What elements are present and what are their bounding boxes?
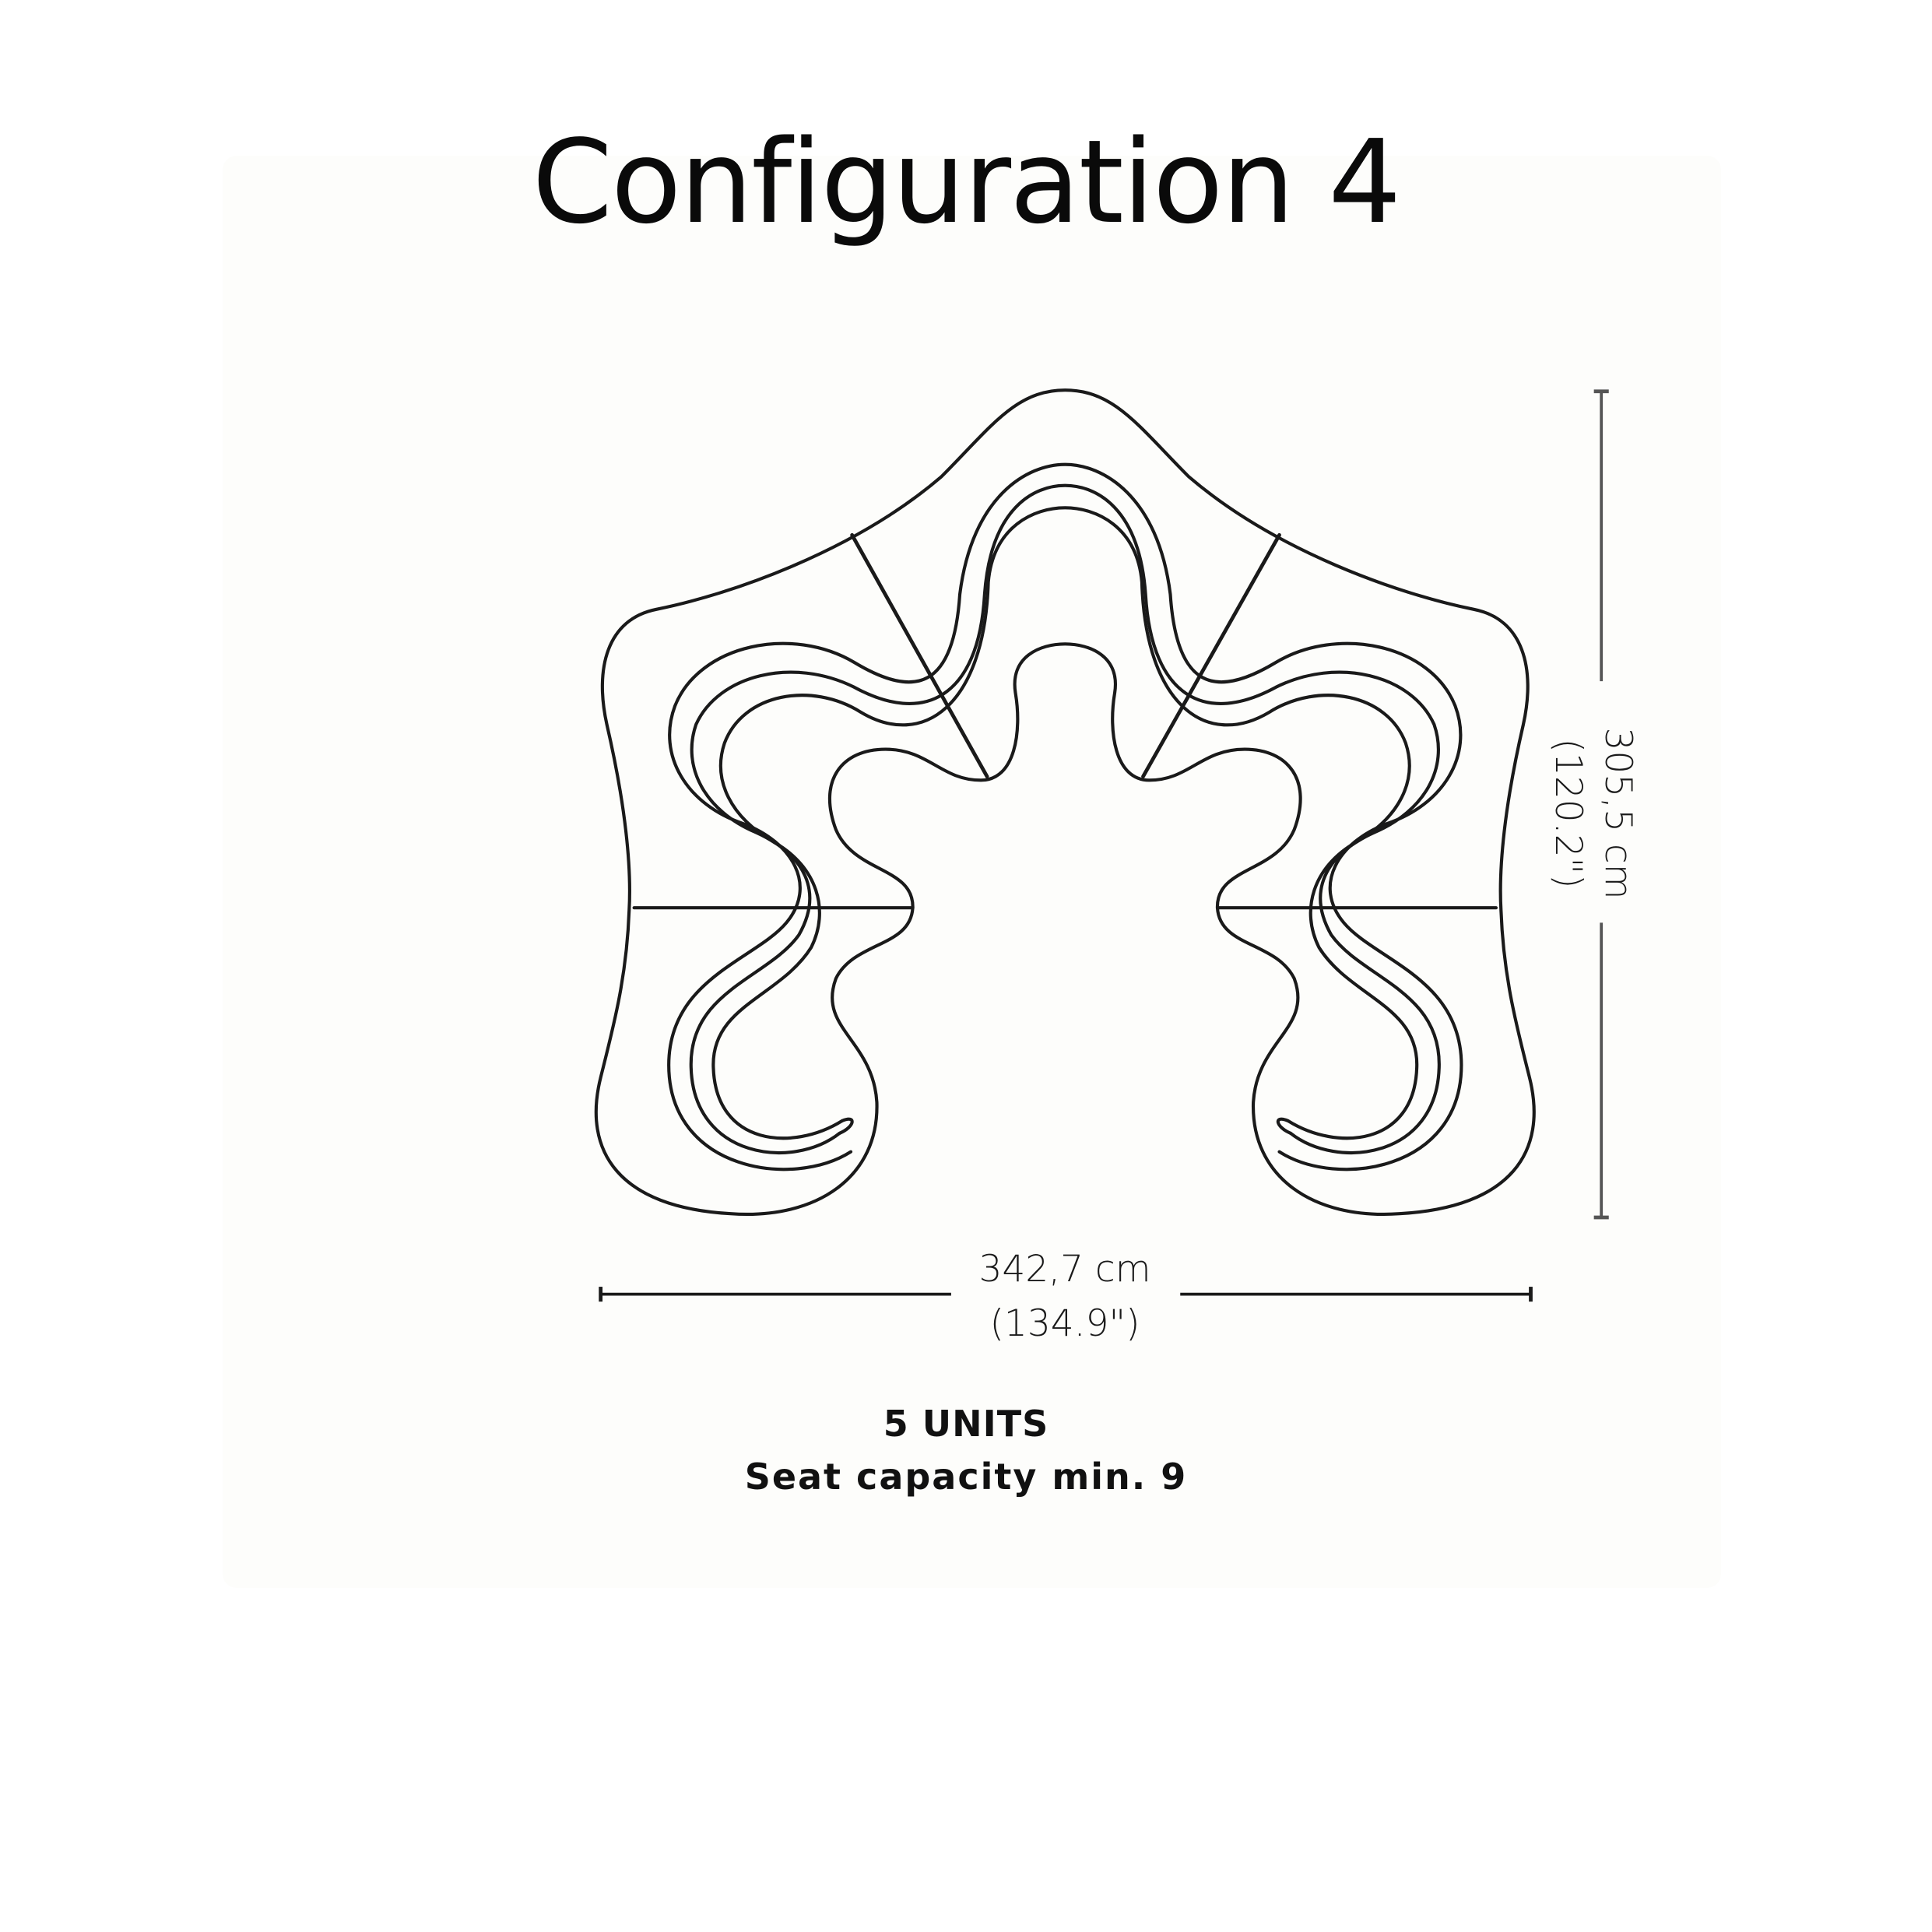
units-count: 5 UNITS [883, 1403, 1049, 1445]
page-title: Configuration 4 [532, 115, 1402, 249]
dimension-lines [599, 389, 1609, 1302]
diagram-panel [223, 156, 1721, 1588]
height-cm: 305,5 cm [1597, 727, 1639, 900]
width-dimension-label: 342,7 cm (134.9") [909, 1242, 1221, 1351]
outer-outline [594, 388, 1536, 1217]
height-dimension-label: 305,5 cm (120.2") [1546, 720, 1639, 907]
divider-right-diagonal [1141, 532, 1281, 778]
width-cm: 342,7 cm [978, 1248, 1151, 1291]
seat-capacity: Seat capacity min. 9 [744, 1456, 1188, 1498]
backrest-lines [667, 462, 1463, 1171]
divider-left-diagonal [850, 532, 989, 778]
width-inches: (134.9") [989, 1302, 1140, 1345]
height-inches: (120.2") [1547, 738, 1590, 889]
